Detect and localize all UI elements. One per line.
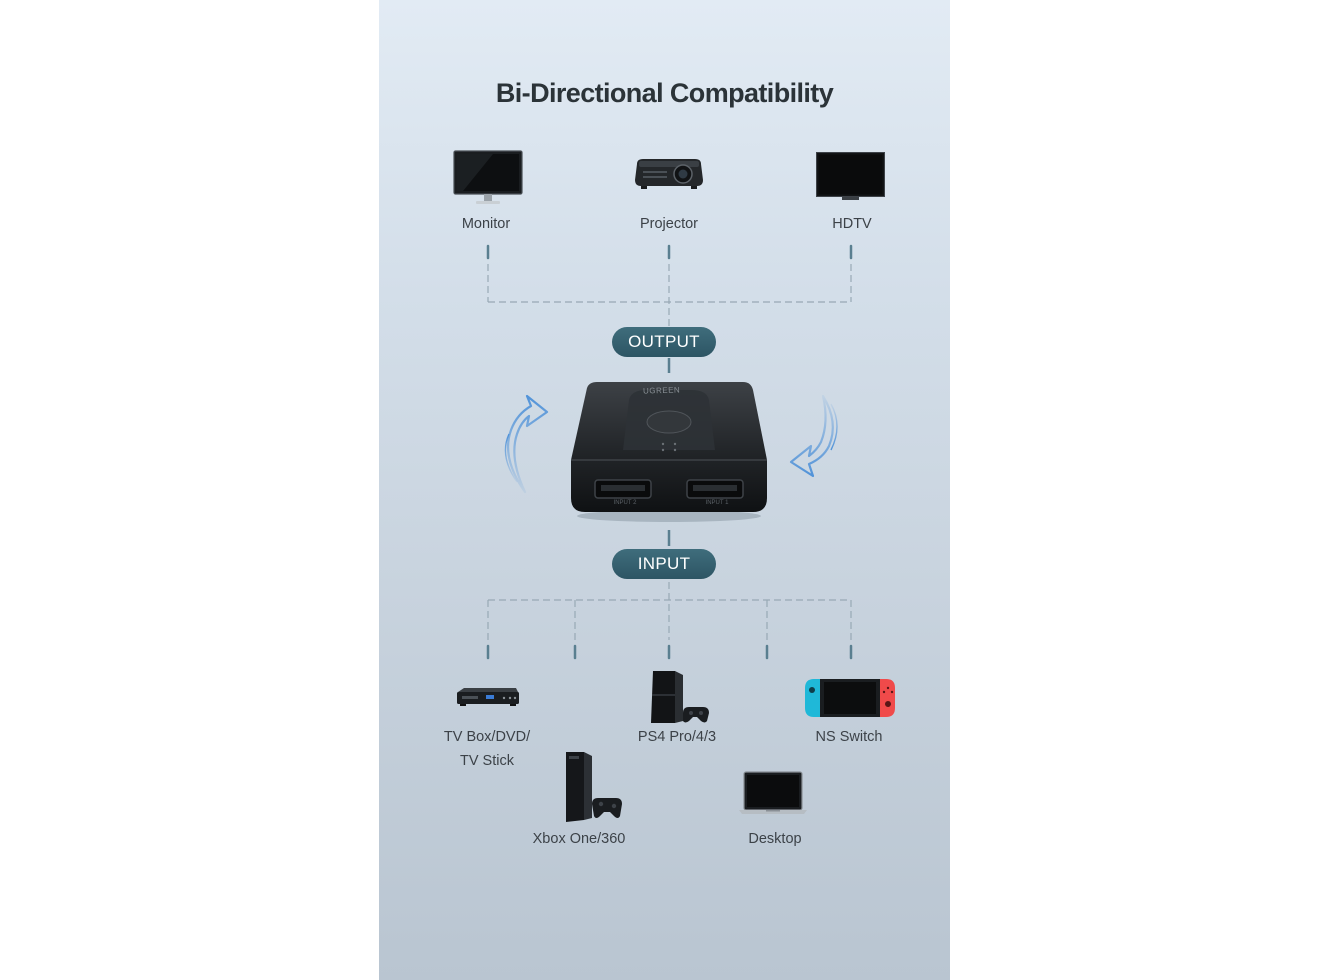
output-device-label-monitor: Monitor <box>461 216 511 232</box>
input-device-label-desktop: Desktop <box>748 831 802 847</box>
page-title: Bi-Directional Compatibility <box>495 78 834 108</box>
output-device-label-projector: Projector <box>639 216 699 232</box>
input-device-label-ns-switch: NS Switch <box>815 729 883 745</box>
monitor-icon <box>453 150 523 204</box>
output-badge: OUTPUT <box>612 327 716 357</box>
hdtv-icon <box>816 152 885 200</box>
switch-brand-logo: UGREEN <box>642 385 681 396</box>
input-badge: INPUT <box>612 549 716 579</box>
input-device-label-ps4: PS4 Pro/4/3 <box>637 729 717 745</box>
switch-port-label-input-1: INPUT 1 <box>705 500 729 506</box>
output-device-label-hdtv: HDTV <box>832 216 872 232</box>
tv-box-icon <box>457 688 519 706</box>
ps4-icon <box>651 671 709 723</box>
arrow-up-icon <box>504 394 549 494</box>
switch-port-label-input-2: INPUT 2 <box>613 500 637 506</box>
hdmi-switch-device <box>571 382 767 522</box>
ns-switch-icon <box>805 679 895 717</box>
input-device-label-xbox: Xbox One/360 <box>532 831 626 847</box>
laptop-icon <box>739 771 807 814</box>
input-device-label-tv-stick: TV Stick <box>460 753 514 769</box>
output-connector-lines <box>486 244 853 660</box>
xbox-icon <box>566 752 622 822</box>
arrow-down-icon <box>789 394 838 478</box>
projector-icon <box>635 159 703 189</box>
compatibility-panel: Bi-Directional Compatibility <box>379 0 950 980</box>
input-device-label-tv-box: TV Box/DVD/ <box>443 729 531 745</box>
